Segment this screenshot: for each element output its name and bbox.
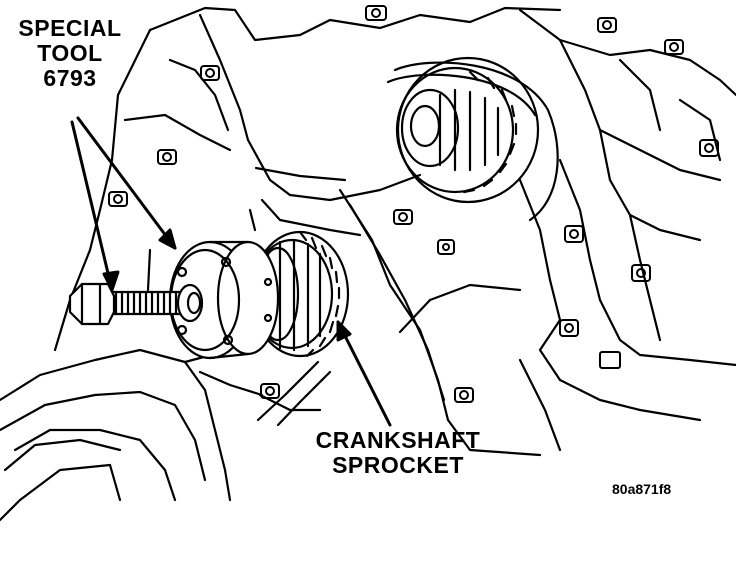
crankshaft-sprocket-label-line2: SPROCKET (332, 451, 464, 478)
water-pump-housing (518, 8, 736, 452)
special-tool-drawing (68, 240, 280, 360)
figure-code: 80a871f8 (612, 481, 672, 497)
lower-housing (0, 348, 232, 522)
leader-arrows (70, 116, 392, 427)
crankshaft-sprocket-drawing (250, 230, 350, 358)
special-tool-label: SPECIAL TOOL 6793 (6, 16, 134, 90)
special-tool-label-line3: 6793 (43, 64, 97, 91)
upper-sprocket (395, 56, 540, 204)
special-tool-label-line2: TOOL (37, 39, 103, 66)
timing-belt (386, 61, 559, 222)
crankshaft-sprocket-label-line1: CRANKSHAFT (315, 427, 481, 453)
special-tool-label-line1: SPECIAL (18, 15, 122, 41)
bolts (108, 5, 719, 403)
crankshaft-sprocket-label: CRANKSHAFT SPROCKET (300, 428, 496, 478)
